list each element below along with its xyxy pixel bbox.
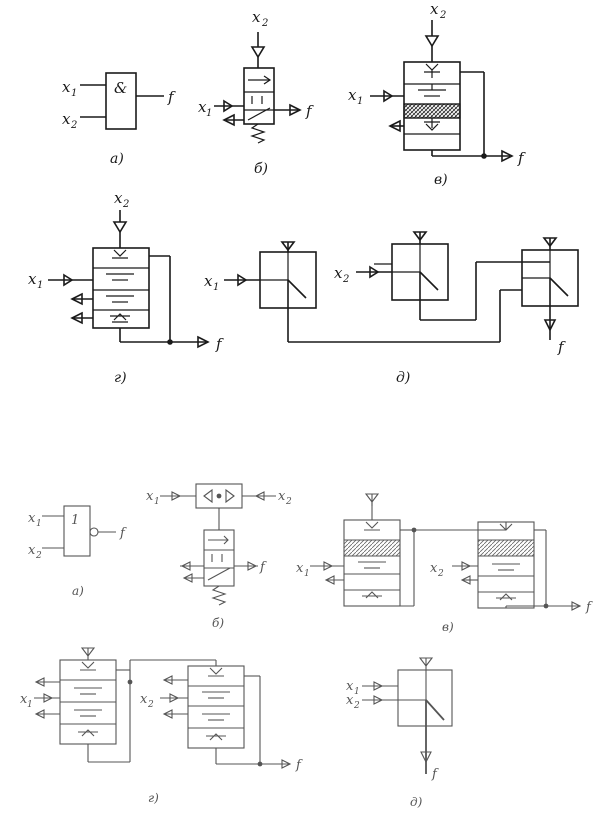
caption-bottom-b: б) [212,616,224,630]
svg-text:f: f [295,758,303,773]
svg-text:f: f [119,526,127,541]
svg-text:f: f [305,102,314,120]
caption-top-b: б) [254,161,268,177]
svg-text:1: 1 [213,282,219,293]
caption-bottom-c: в) [442,620,454,634]
svg-text:x: x [28,543,36,558]
svg-text:2: 2 [70,120,77,131]
or-symbol: 1 [71,513,79,528]
svg-text:1: 1 [304,569,310,579]
svg-text:x: x [430,0,439,18]
svg-text:f: f [167,88,176,106]
caption-bottom-a: а) [72,584,84,598]
svg-text:2: 2 [342,274,349,285]
svg-text:f: f [215,335,224,353]
svg-text:x: x [348,86,357,104]
svg-text:f: f [431,767,439,782]
caption-bottom-e: д) [410,795,423,809]
svg-text:2: 2 [261,18,268,29]
svg-text:2: 2 [35,551,42,561]
svg-text:x: x [62,110,71,128]
svg-text:x: x [346,693,354,708]
caption-top-a: а) [110,151,124,167]
svg-text:x: x [198,98,207,116]
svg-text:x: x [430,561,438,576]
svg-text:x: x [278,489,286,504]
svg-text:f: f [259,560,267,575]
svg-text:x: x [252,8,261,26]
svg-text:f: f [557,338,566,356]
caption-top-e: д) [396,370,410,386]
svg-text:f: f [517,149,526,167]
svg-text:1: 1 [357,96,363,107]
svg-text:x: x [146,489,154,504]
caption-top-c: в) [434,172,448,188]
and-symbol: & [114,79,127,97]
svg-text:1: 1 [206,108,212,119]
svg-text:1: 1 [37,280,43,291]
svg-text:x: x [114,189,123,207]
svg-text:x: x [28,511,36,526]
svg-text:1: 1 [36,519,42,529]
svg-text:x: x [204,272,213,290]
svg-text:1: 1 [71,88,77,99]
svg-text:x: x [346,679,354,694]
svg-text:2: 2 [353,701,360,711]
caption-top-d: г) [114,370,127,386]
svg-text:1: 1 [154,497,160,507]
svg-text:1: 1 [27,700,33,710]
svg-text:x: x [140,692,148,707]
svg-text:f: f [585,600,593,615]
caption-bottom-d: г) [148,791,159,805]
svg-text:2: 2 [147,700,154,710]
svg-text:2: 2 [437,569,444,579]
svg-text:1: 1 [354,687,360,697]
svg-text:x: x [28,270,37,288]
svg-text:x: x [62,78,71,96]
svg-text:x: x [20,692,28,707]
svg-text:x: x [334,264,343,282]
svg-text:x: x [296,561,304,576]
svg-text:2: 2 [439,10,446,21]
and-gate-body [105,72,137,130]
svg-text:2: 2 [285,497,292,507]
svg-text:2: 2 [122,199,129,210]
